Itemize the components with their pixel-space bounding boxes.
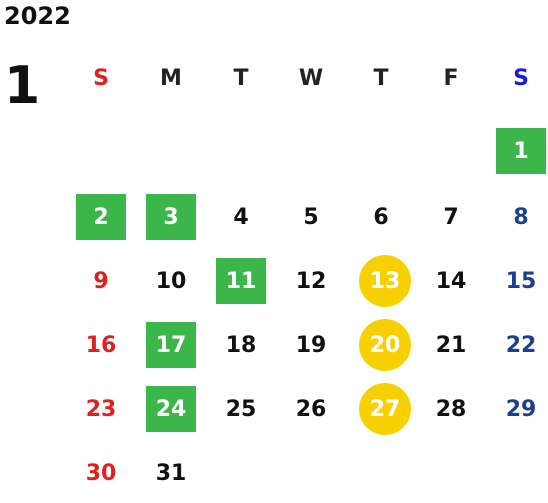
calendar-day-highlighted[interactable]: 3 [146,194,196,240]
calendar-day[interactable]: 31 [155,460,187,486]
calendar-day[interactable]: 5 [303,204,319,230]
weekday-label-saturday: S [513,66,529,91]
calendar-day-highlighted[interactable]: 1 [496,128,546,174]
calendar-day[interactable]: 18 [225,332,257,358]
calendar-day[interactable]: 28 [435,396,467,422]
calendar-day[interactable]: 29 [505,396,537,422]
calendar-day-highlighted[interactable]: 2 [76,194,126,240]
calendar-day-highlighted[interactable]: 27 [359,383,411,435]
calendar-day[interactable]: 21 [435,332,467,358]
calendar-day[interactable]: 16 [85,332,117,358]
calendar-day[interactable]: 23 [85,396,117,422]
calendar-day-highlighted[interactable]: 13 [359,255,411,307]
calendar-day[interactable]: 6 [373,204,389,230]
calendar-day[interactable]: 26 [295,396,327,422]
weekday-label-wednesday: W [298,66,324,91]
year-label: 2022 [4,2,71,30]
weekday-label-monday: M [160,66,182,91]
calendar-day[interactable]: 19 [295,332,327,358]
weekday-label-sunday: S [93,66,109,91]
calendar-day[interactable]: 30 [85,460,117,486]
weekday-label-thursday: T [373,66,389,91]
calendar-day[interactable]: 25 [225,396,257,422]
calendar-day[interactable]: 22 [505,332,537,358]
calendar-day-highlighted[interactable]: 24 [146,386,196,432]
weekday-label-friday: F [443,66,459,91]
calendar-day[interactable]: 10 [155,268,187,294]
calendar-day[interactable]: 7 [443,204,459,230]
calendar-day-highlighted[interactable]: 17 [146,322,196,368]
calendar-day[interactable]: 12 [295,268,327,294]
calendar-day[interactable]: 8 [513,204,529,230]
calendar-day[interactable]: 15 [505,268,537,294]
month-label: 1 [4,56,41,116]
calendar-day-highlighted[interactable]: 20 [359,319,411,371]
calendar-day[interactable]: 4 [233,204,249,230]
calendar-day-highlighted[interactable]: 11 [216,258,266,304]
calendar-day[interactable]: 9 [93,268,109,294]
weekday-label-tuesday: T [233,66,249,91]
calendar-day[interactable]: 14 [435,268,467,294]
